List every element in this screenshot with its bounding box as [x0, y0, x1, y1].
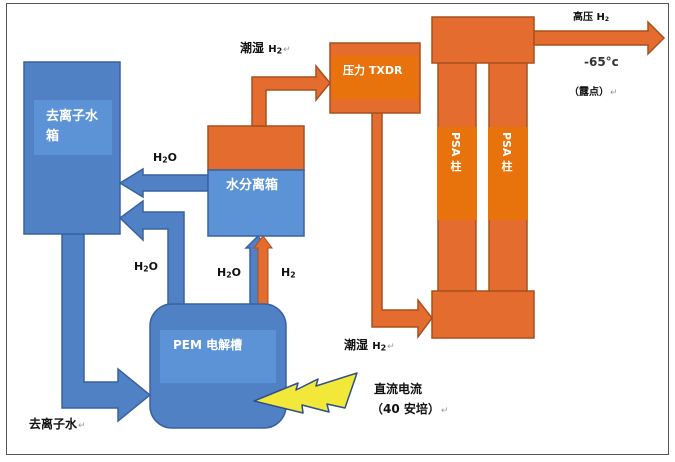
- arrow-pem-to-tank: [118, 199, 185, 306]
- psa-column-2-label-panel: [488, 127, 528, 220]
- h2o-o: O: [148, 260, 158, 273]
- wet-h2-top-sub: 2: [276, 46, 283, 56]
- h2o-o: O: [167, 151, 177, 164]
- pem-electrolyzer-label-panel: [160, 330, 276, 383]
- wet-h2-bottom-label: 潮湿 H2↵: [344, 339, 395, 353]
- dc-current-label-line1: 直流电流: [374, 382, 423, 396]
- water-separator-liquid-section: [207, 169, 305, 237]
- arrow-hp-h2-output: [533, 20, 666, 56]
- h2-h: H: [281, 266, 291, 279]
- h2o-h: H: [153, 151, 163, 164]
- h2-sub: 2: [290, 270, 296, 280]
- psa-top-manifold: [431, 16, 535, 64]
- hp-h2-prefix: 高压: [573, 12, 597, 23]
- h2o-cell-to-tank-label: H2O: [134, 261, 158, 273]
- wet-h2-top-prefix: 潮湿: [240, 41, 269, 55]
- h2o-sub: 2: [162, 155, 168, 165]
- dew-point-label: （露点）↵: [569, 88, 618, 98]
- paragraph-mark: ↵: [283, 45, 291, 55]
- h2o-sub: 2: [226, 270, 232, 280]
- hp-h2-label: 高压 H2: [573, 13, 609, 23]
- paragraph-mark: ↵: [610, 88, 618, 98]
- dc-current-text: （40 安培）: [371, 402, 440, 416]
- pem-electrolyzer-label: PEM 电解槽: [173, 338, 243, 352]
- psa-column-1-label: PSA 柱: [449, 132, 462, 172]
- arrow-separator-to-tank: [118, 167, 209, 199]
- h2o-cell-to-separator-label: H2O: [217, 267, 241, 279]
- wet-h2-bottom-prefix: 潮湿: [344, 338, 373, 352]
- paragraph-mark: ↵: [440, 406, 449, 416]
- h2o-separator-to-tank-label: H2O: [153, 152, 177, 164]
- pressure-txdr-label: 压力 TXDR: [343, 64, 403, 77]
- dew-point-text: （露点）: [569, 87, 609, 98]
- water-separator-label: 水分离箱: [226, 178, 279, 193]
- h2o-h: H: [217, 266, 227, 279]
- lightning-bolt-icon: [253, 372, 358, 414]
- dc-current-label-line2: （40 安培）↵: [371, 403, 448, 416]
- di-water-tank-label-line1: 去离子水: [46, 109, 99, 124]
- di-water-tank-label-line2: 箱: [46, 129, 60, 144]
- wet-h2-top-h: H: [268, 44, 277, 55]
- psa-bottom-manifold: [431, 290, 535, 339]
- di-water-tank-label-panel: [34, 100, 112, 155]
- h2o-o: O: [231, 266, 241, 279]
- wet-h2-top-label: 潮湿 H2↵: [240, 42, 291, 56]
- hp-h2-h: H: [596, 12, 605, 23]
- h2o-sub: 2: [143, 264, 149, 274]
- psa-column-1-label-panel: [437, 127, 477, 220]
- water-separator-gas-section: [207, 125, 305, 171]
- dew-point-value: -65°c: [584, 55, 619, 69]
- arrow-txdr-to-psa: [371, 111, 433, 340]
- di-water-input-label: 去离子水↵: [29, 418, 86, 431]
- di-water-input-text: 去离子水: [29, 417, 78, 431]
- arrow-pem-to-separator-h2: [253, 235, 273, 306]
- paragraph-mark: ↵: [78, 421, 86, 431]
- wet-h2-bottom-sub: 2: [380, 343, 387, 353]
- pressure-txdr-label-panel: [332, 55, 418, 99]
- h2o-h: H: [134, 260, 144, 273]
- hp-h2-sub: 2: [604, 16, 610, 24]
- paragraph-mark: ↵: [387, 342, 395, 352]
- h2-cell-to-separator-label: H2: [281, 267, 296, 279]
- pipe-tank-to-pem: [61, 233, 152, 423]
- psa-column-2-label: PSA 柱: [500, 132, 513, 172]
- wet-h2-bottom-h: H: [372, 341, 381, 352]
- arrow-separator-to-txdr: [251, 63, 331, 127]
